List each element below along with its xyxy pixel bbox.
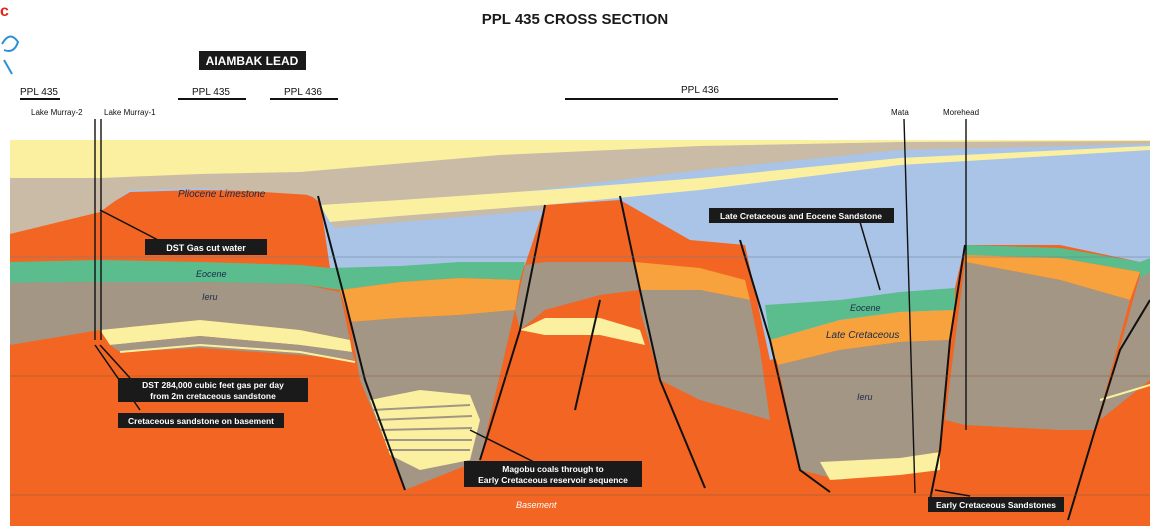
- ieru-layer-right: [778, 340, 950, 480]
- eocene-layer-mid: [330, 262, 525, 290]
- licence-bars: PPL 435 PPL 435 PPL 436 PPL 436: [20, 85, 838, 100]
- callout-dst-284: DST 284,000 cubic feet gas per day from …: [118, 378, 308, 402]
- late-cret-layer-center: [635, 262, 750, 300]
- well-mata-label: Mata: [891, 108, 909, 117]
- eocene-layer-right: [765, 288, 955, 340]
- label-basement: Basement: [516, 500, 557, 510]
- well-lake-murray-1-label: Lake Murray-1: [104, 108, 156, 117]
- section-layers: [10, 140, 1150, 526]
- lead-box-label: AIAMBAK LEAD: [206, 54, 299, 68]
- well-bores: [94, 118, 967, 494]
- label-eocene-right: Eocene: [850, 303, 881, 313]
- licence-ppl436-mid: PPL 436: [284, 87, 322, 98]
- svg-text:Late Cretaceous and Eocene San: Late Cretaceous and Eocene Sandstone: [720, 211, 882, 221]
- well-mata: [903, 118, 916, 494]
- callout-late-cret-eocene-sandstone: Late Cretaceous and Eocene Sandstone: [709, 208, 894, 223]
- tan-layer-top: [10, 141, 1150, 234]
- svg-text:Early Cretaceous reservoir seq: Early Cretaceous reservoir sequence: [478, 475, 628, 485]
- tan-layer-mid: [320, 146, 1150, 222]
- label-ieru-right: Ieru: [857, 392, 873, 402]
- figure-title: PPL 435 CROSS SECTION: [482, 11, 668, 28]
- label-late-cretaceous: Late Cretaceous: [826, 330, 899, 341]
- late-cret-layer-right: [770, 310, 955, 365]
- svg-text:from 2m cretaceous sandstone: from 2m cretaceous sandstone: [150, 391, 276, 401]
- licence-ppl435-mid: PPL 435: [192, 87, 230, 98]
- svg-text:DST Gas cut water: DST Gas cut water: [166, 243, 246, 253]
- label-pliocene-limestone: Pliocene Limestone: [178, 189, 266, 200]
- svg-text:c: c: [0, 3, 9, 20]
- callout-cret-sandstone-basement: Cretaceous sandstone on basement: [118, 413, 284, 428]
- well-morehead-label: Morehead: [943, 108, 979, 117]
- callout-early-cret-sandstones: Early Cretaceous Sandstones: [928, 497, 1064, 512]
- label-ieru-left: Ieru: [202, 292, 218, 302]
- company-logo: c: [0, 3, 20, 75]
- ieru-layer-far-right: [945, 262, 1130, 430]
- late-cret-layer-mid: [340, 278, 520, 322]
- eocene-layer-far-right: [965, 245, 1140, 272]
- svg-text:Early Cretaceous Sandstones: Early Cretaceous Sandstones: [936, 500, 1056, 510]
- svg-text:DST 284,000 cubic feet gas per: DST 284,000 cubic feet gas per day: [142, 380, 284, 390]
- lead-box: [199, 51, 306, 70]
- licence-ppl435-left: PPL 435: [20, 87, 58, 98]
- ieru-layer-center-right: [640, 290, 760, 350]
- eocene-layer-left: [10, 260, 340, 290]
- svg-text:Magobu coals through to: Magobu coals through to: [502, 464, 604, 474]
- faults: [317, 195, 1150, 521]
- well-lake-murray-2-label: Lake Murray-2: [31, 108, 83, 117]
- svg-text:Cretaceous sandstone on baseme: Cretaceous sandstone on basement: [128, 416, 274, 426]
- callout-dst-gas-cut: DST Gas cut water: [145, 239, 267, 255]
- ieru-layer-center: [515, 262, 640, 330]
- label-eocene-left: Eocene: [196, 269, 227, 279]
- callout-magobu: Magobu coals through to Early Cretaceous…: [464, 461, 642, 487]
- licence-ppl436-right: PPL 436: [681, 85, 719, 96]
